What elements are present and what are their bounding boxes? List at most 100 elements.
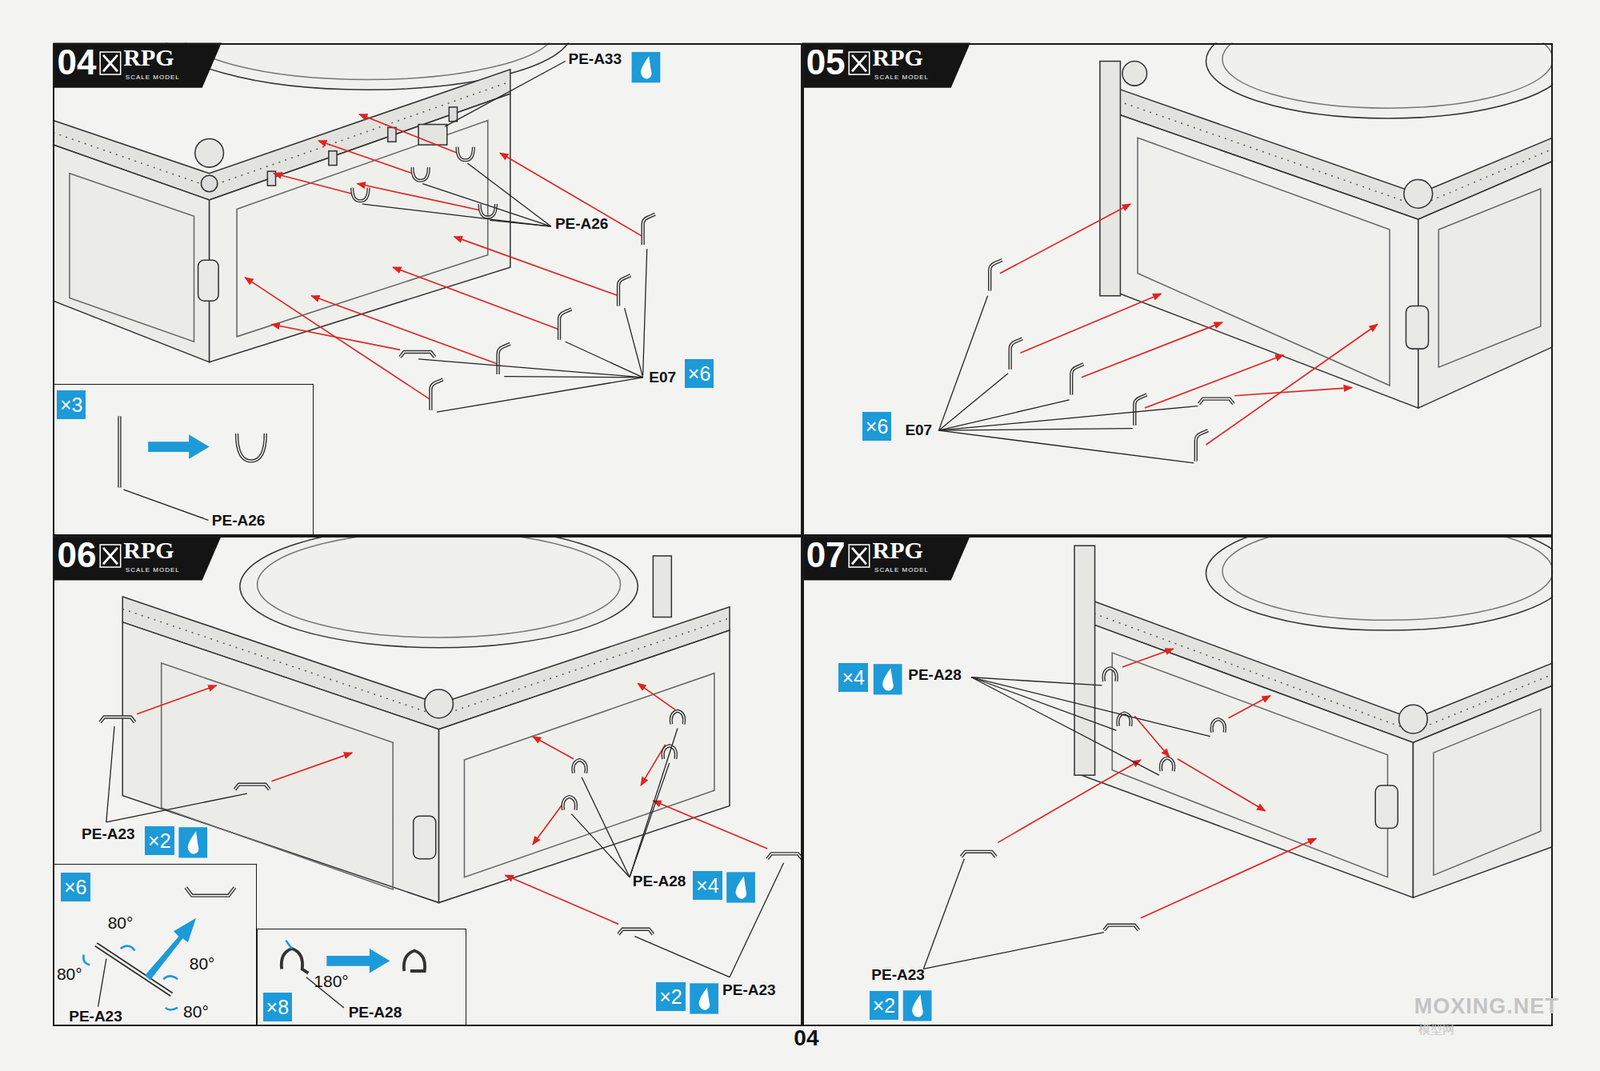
leader-line xyxy=(971,677,1116,731)
part-number: PE-A28 xyxy=(632,873,687,891)
part xyxy=(100,716,135,722)
part xyxy=(100,711,802,935)
step-header xyxy=(802,536,971,581)
part-number: PE-A26 xyxy=(555,216,609,233)
leader-line xyxy=(971,677,1160,776)
part-number: PE-A28 xyxy=(348,1004,403,1022)
turret-drawing xyxy=(1112,112,1419,408)
leader-line xyxy=(938,296,1198,464)
detail-drawing xyxy=(236,433,266,461)
detail-drawing xyxy=(148,434,210,460)
turret-drawing xyxy=(236,120,488,336)
detail-drawing xyxy=(117,416,121,488)
detail-drawing xyxy=(236,433,266,461)
detail-drawing xyxy=(185,887,235,896)
step-header xyxy=(53,43,222,88)
part-number: PE-A28 xyxy=(908,667,962,684)
turret-drawing xyxy=(388,127,396,142)
part xyxy=(400,352,435,357)
assembly-arrow xyxy=(1206,324,1378,445)
detail-drawing xyxy=(83,955,90,966)
turret-drawing xyxy=(1438,188,1541,368)
leader-line xyxy=(938,428,1132,432)
part xyxy=(618,929,653,935)
brand-logo: RPG xyxy=(872,44,924,71)
turret-drawing xyxy=(240,536,638,648)
detail-drawing xyxy=(165,1008,178,1011)
turret-drawing xyxy=(1074,545,1096,776)
leader-line xyxy=(629,763,670,878)
detail-drawing xyxy=(119,416,121,488)
assembly-arrow xyxy=(392,267,560,330)
turret-drawing xyxy=(53,144,210,363)
assembly-arrow xyxy=(1144,355,1284,408)
detail-inset: 180°×8PE-A28 xyxy=(256,928,466,1027)
part xyxy=(767,853,802,859)
part-number: PE-A23 xyxy=(68,1008,123,1026)
leader-line xyxy=(444,61,565,128)
detail-inset: ×3PE-A26 xyxy=(52,384,313,536)
brand-logo: RPG xyxy=(123,44,174,71)
turret-drawing xyxy=(1405,306,1428,350)
part-number: PE-A33 xyxy=(568,51,622,68)
step-header xyxy=(53,536,222,581)
detail-inset: ×680°80°80°80°PE-A23 xyxy=(52,864,257,1027)
leader-line xyxy=(436,377,644,412)
part-number: E07 xyxy=(904,422,932,440)
leader-line xyxy=(624,308,644,378)
assembly-arrow xyxy=(136,685,216,715)
part xyxy=(457,147,474,161)
glue-icon xyxy=(689,983,719,1014)
leader-line xyxy=(938,400,1069,431)
assembly-arrow xyxy=(244,277,431,400)
turret-drawing xyxy=(328,151,337,166)
brand-subtitle: SCALE MODEL xyxy=(125,74,180,82)
detail-drawing xyxy=(124,489,209,520)
step-number: 04 xyxy=(56,43,96,82)
assembly-arrow xyxy=(454,236,619,296)
step-panel: 04RPGSCALE MODEL×3PE-A26 xyxy=(52,43,802,536)
part xyxy=(480,204,496,218)
part xyxy=(671,711,684,725)
turret-drawing xyxy=(1074,536,1553,899)
quantity-badge: ×2 xyxy=(656,982,686,1012)
assembly-arrow xyxy=(997,648,1316,919)
leader-line xyxy=(418,359,644,378)
detail-drawing xyxy=(120,946,136,952)
turret-drawing xyxy=(439,630,730,903)
assembly-arrow xyxy=(311,296,498,364)
part xyxy=(1104,668,1117,682)
part xyxy=(618,275,631,306)
leader-line xyxy=(362,61,648,413)
part-number: PE-A26 xyxy=(212,512,266,530)
assembly-arrow xyxy=(271,324,400,351)
detail-drawing xyxy=(326,948,390,974)
assembly-arrow xyxy=(318,140,412,174)
glue-icon xyxy=(632,52,661,83)
leader-line xyxy=(629,728,678,878)
brand-logo: RPG xyxy=(872,536,924,564)
leader-line xyxy=(362,204,552,227)
part xyxy=(1134,395,1147,426)
turret-drawing xyxy=(1418,160,1553,408)
part xyxy=(1104,925,1139,931)
watermark: MOXING.NET xyxy=(1414,995,1560,1020)
leader-line xyxy=(923,677,1210,970)
part xyxy=(430,379,443,410)
turret-drawing xyxy=(1375,785,1398,829)
assembly-arrow xyxy=(500,152,644,237)
part xyxy=(563,796,576,811)
step-number: 06 xyxy=(56,536,96,575)
detail-drawing xyxy=(144,918,196,981)
quantity-badge: ×6 xyxy=(60,872,91,902)
detail-drawing xyxy=(185,887,235,896)
part xyxy=(989,260,1234,461)
step-number: 05 xyxy=(806,43,846,82)
part xyxy=(1212,719,1225,733)
quantity-badge: ×3 xyxy=(56,390,87,420)
leader-line xyxy=(422,184,552,228)
leader-line xyxy=(581,777,630,878)
detail-drawing xyxy=(98,959,107,1008)
part-number: PE-A23 xyxy=(722,982,776,1000)
leader-line xyxy=(634,936,730,978)
